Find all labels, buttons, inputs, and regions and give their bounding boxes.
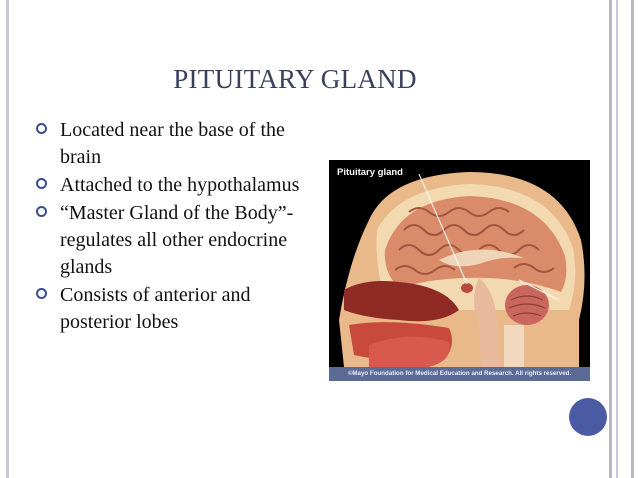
right-accent-line-3 xyxy=(631,0,634,478)
bullet-item: Attached to the hypothalamus xyxy=(36,172,326,199)
right-accent-line-1 xyxy=(609,0,612,478)
figure-caption: ©Mayo Foundation for Medical Education a… xyxy=(329,367,590,381)
ring-bullet-icon xyxy=(36,178,47,189)
ring-bullet-icon xyxy=(36,123,47,134)
bullet-list: Located near the base of the brain Attac… xyxy=(36,117,326,337)
slide-title: PITUITARY GLAND xyxy=(173,64,417,94)
bullet-text: Located near the base of the brain xyxy=(60,119,285,168)
bullet-text: “Master Gland of the Body”- regulates al… xyxy=(60,202,294,278)
brain-illustration: Pituitary gland ©Mayo Foundation for Med… xyxy=(329,160,590,381)
figure-label: Pituitary gland xyxy=(337,167,403,178)
bullet-item: Located near the base of the brain xyxy=(36,117,326,171)
bullet-item: “Master Gland of the Body”- regulates al… xyxy=(36,200,326,281)
bullet-text: Attached to the hypothalamus xyxy=(60,174,300,196)
left-accent-line xyxy=(6,0,9,478)
circle-nav-icon[interactable] xyxy=(569,398,607,436)
bullet-item: Consists of anterior and posterior lobes xyxy=(36,282,326,336)
right-accent-line-2 xyxy=(616,0,618,478)
bullet-text: Consists of anterior and posterior lobes xyxy=(60,284,251,333)
ring-bullet-icon xyxy=(36,288,47,299)
ring-bullet-icon xyxy=(36,206,47,217)
brain-sagittal-drawing xyxy=(339,172,585,367)
